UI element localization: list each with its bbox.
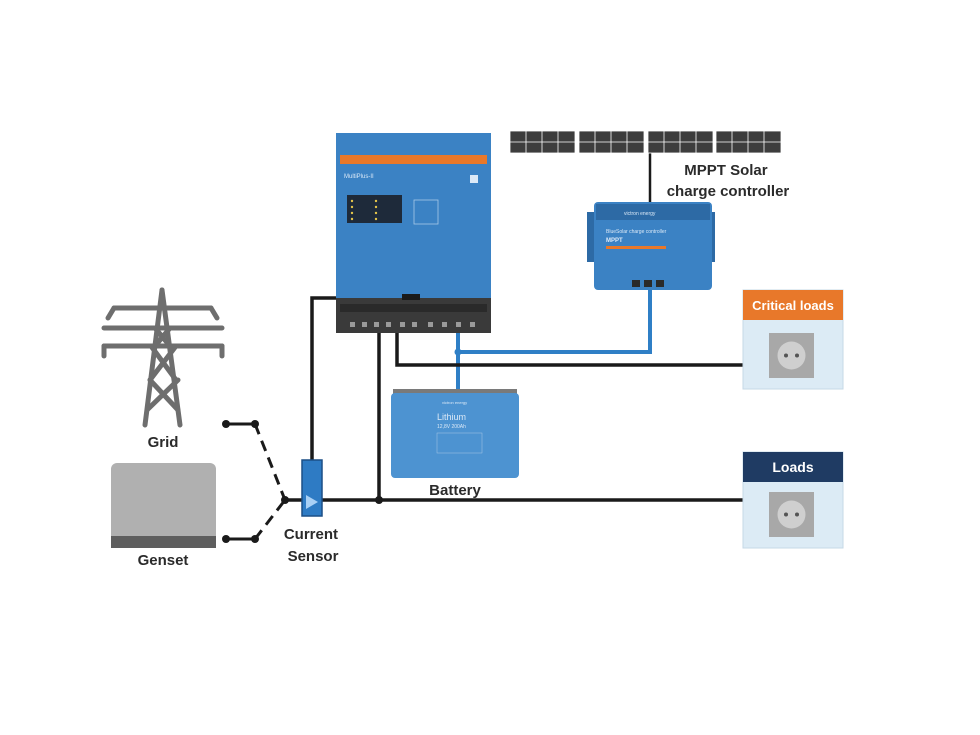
dc-junction [454,348,462,356]
multiplus-inverter: MultiPlus-II [336,133,491,333]
grid-label: Grid [148,434,179,451]
battery-label: Battery [429,482,481,499]
inverter-display-panel [347,195,402,223]
multiplus-name: MultiPlus-II [344,174,374,180]
mppt-model-text: MPPT [606,238,623,244]
battery-spec: 12,8V 200Ah [437,424,466,430]
battery-brand: victron energy [442,400,467,405]
dc-wires [456,290,652,392]
inverter-switch-diagram [413,199,439,225]
grid-pylon-icon [101,287,225,428]
loads-socket-icon [769,492,814,537]
loads-label: Loads [772,459,813,475]
genset-icon [111,463,216,548]
mppt-title-text: BlueSolar charge controller [606,229,667,235]
solar-panels-icon [509,130,782,154]
mppt-controller: victron energy BlueSolar charge controll… [587,202,715,290]
genset-label: Genset [138,552,189,569]
transfer-switch [226,422,287,541]
mppt-label-line2: charge controller [667,183,790,200]
loads-box [742,451,844,549]
display-leds [350,199,378,221]
critical-loads-label: Critical loads [752,298,834,313]
mppt-label-line1: MPPT Solar [684,162,768,179]
terminal-screws [350,322,475,327]
switch-contacts [222,420,289,543]
dc-wire-mppt-to-battery [458,290,652,354]
battery-name: Lithium [437,412,466,422]
inverter-terminal-strip [336,298,491,333]
mppt-header-text: victron energy [624,211,656,217]
battery-icon: victron energy Lithium 12,8V 200Ah [391,389,519,478]
ac-junction [375,496,383,504]
current-sensor-label-line1: Current [284,526,338,543]
current-sensor-label-line2: Sensor [288,548,339,565]
mppt-terminals [632,280,664,287]
critical-loads-socket-icon [769,333,814,378]
current-sensor-label: Current Sensor [284,526,342,565]
mppt-label: MPPT Solar charge controller [667,162,790,200]
ac-out-to-critical-loads-wire [395,333,743,367]
current-sensor-icon [301,459,323,517]
